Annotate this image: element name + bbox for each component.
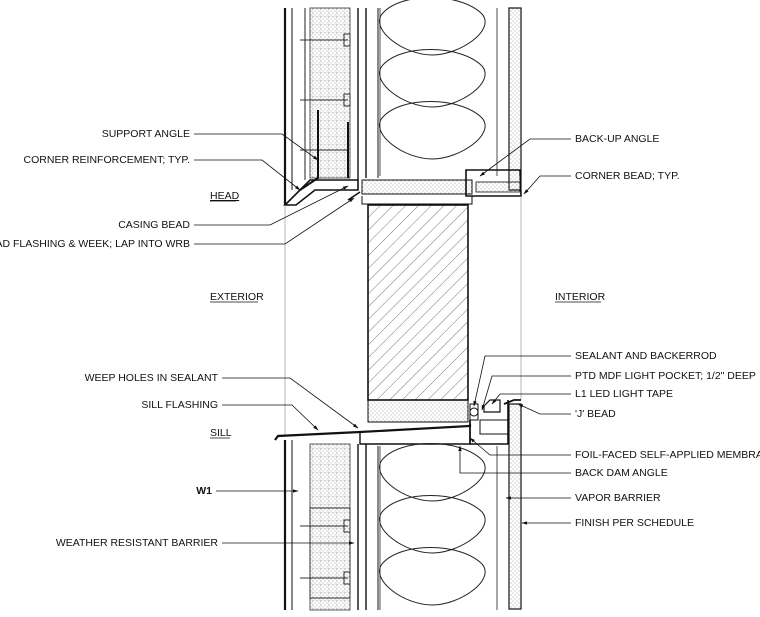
callout-wall-tag: W1 (196, 485, 212, 497)
callout-casing-bead: CASING BEAD (118, 219, 190, 231)
callout-led-tape: L1 LED LIGHT TAPE (575, 388, 673, 400)
sill-assembly (274, 399, 522, 611)
callout-sealant-backerrod: SEALANT AND BACKERROD (575, 350, 717, 362)
glazing-unit (367, 204, 469, 401)
callout-weep-holes: WEEP HOLES IN SEALANT (85, 372, 219, 384)
label-interior: INTERIOR (555, 291, 606, 303)
callout-corner-reinforcement: CORNER REINFORCEMENT; TYP. (24, 154, 190, 166)
left-callouts: SUPPORT ANGLE CORNER REINFORCEMENT; TYP.… (0, 128, 359, 549)
callout-light-pocket: PTD MDF LIGHT POCKET; 1/2" DEEP (575, 370, 756, 382)
right-callouts: BACK-UP ANGLE CORNER BEAD; TYP. SEALANT … (458, 133, 760, 529)
callout-sill-flashing: SILL FLASHING (141, 399, 218, 411)
label-sill: SILL (210, 427, 232, 439)
callout-head-flashing: HEAD FLASHING & WEEK; LAP INTO WRB (0, 238, 190, 250)
callout-j-bead: 'J' BEAD (575, 408, 616, 420)
label-exterior: EXTERIOR (210, 291, 264, 303)
callout-weather-barrier: WEATHER RESISTANT BARRIER (56, 537, 219, 549)
head-assembly (283, 0, 522, 206)
label-head: HEAD (210, 190, 240, 202)
callout-finish: FINISH PER SCHEDULE (575, 517, 694, 529)
callout-corner-bead: CORNER BEAD; TYP. (575, 170, 680, 182)
callout-vapor-barrier: VAPOR BARRIER (575, 492, 661, 504)
callout-support-angle: SUPPORT ANGLE (102, 128, 190, 140)
callout-back-dam-angle: BACK DAM ANGLE (575, 467, 668, 479)
callout-back-up-angle: BACK-UP ANGLE (575, 133, 659, 145)
callout-foil-membrane: FOIL-FACED SELF-APPLIED MEMBRANE (575, 449, 760, 461)
